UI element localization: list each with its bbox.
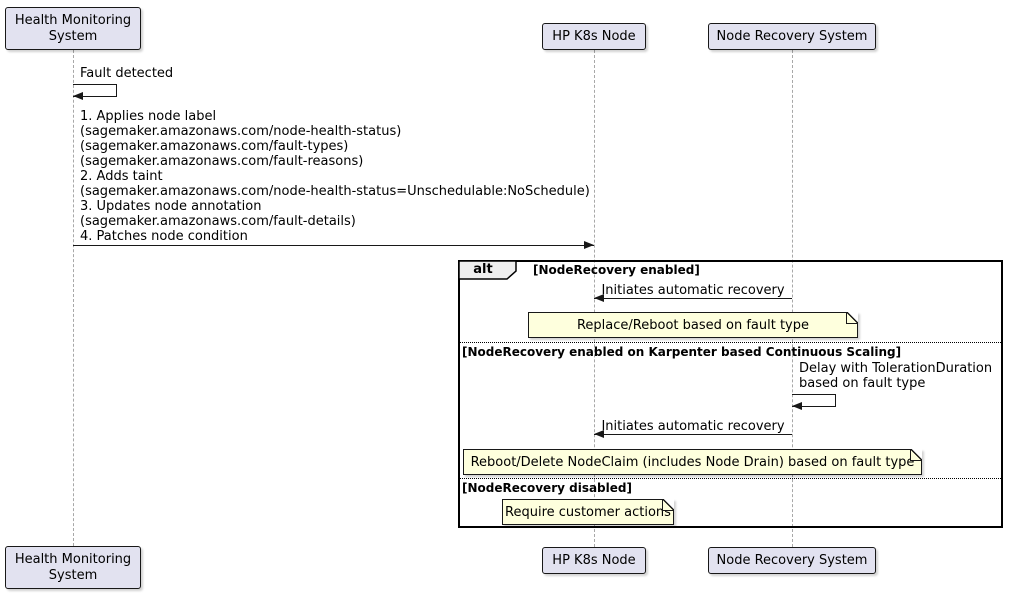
alt-frame xyxy=(458,260,1003,528)
message-node-update-line: 1. Applies node label xyxy=(80,109,217,124)
message-node-update-arrowhead xyxy=(584,241,594,249)
message-initiate-recovery-2-arrowhead xyxy=(594,430,604,438)
alt-operator-label: alt xyxy=(473,262,493,277)
message-initiate-recovery-2-label: Initiates automatic recovery xyxy=(601,419,785,434)
message-node-update-line: 4. Patches node condition xyxy=(80,229,248,244)
message-delay-label: Delay with TolerationDuration based on f… xyxy=(799,361,992,391)
message-delay-loop xyxy=(792,394,836,407)
message-delay-line: Delay with TolerationDuration xyxy=(799,361,993,376)
note-replace-reboot-text: Replace/Reboot based on fault type xyxy=(576,317,809,333)
alt-condition-enabled: [NodeRecovery enabled] xyxy=(533,263,700,277)
message-node-update-line: (sagemaker.amazonaws.com/fault-types) xyxy=(80,139,349,154)
note-replace-reboot: Replace/Reboot based on fault type xyxy=(528,312,858,338)
participant-health-monitoring-bottom: Health Monitoring System xyxy=(5,546,141,589)
message-initiate-recovery-1-label: Initiates automatic recovery xyxy=(601,283,785,298)
participant-node-recovery-bottom: Node Recovery System xyxy=(708,547,876,574)
message-initiate-recovery-1-arrowhead xyxy=(594,294,604,302)
message-fault-detected-label: Fault detected xyxy=(80,66,174,81)
message-node-update-label: 1. Applies node label (sagemaker.amazona… xyxy=(80,109,590,244)
message-delay-line: based on fault type xyxy=(799,376,926,391)
note-fold-icon xyxy=(910,449,922,461)
message-delay-arrowhead xyxy=(792,402,802,410)
message-node-update-line: (sagemaker.amazonaws.com/fault-details) xyxy=(80,214,356,229)
alt-divider-disabled xyxy=(460,478,1001,479)
alt-condition-karpenter: [NodeRecovery enabled on Karpenter based… xyxy=(462,345,902,359)
message-initiate-recovery-1-shaft xyxy=(594,298,792,299)
alt-condition-disabled: [NodeRecovery disabled] xyxy=(462,481,632,495)
lifeline-health-monitoring xyxy=(73,50,74,546)
message-fault-detected-loop xyxy=(73,84,117,97)
note-fold-icon xyxy=(662,499,674,511)
message-node-update-line: 3. Updates node annotation xyxy=(80,199,262,214)
participant-health-monitoring-top: Health Monitoring System xyxy=(5,7,141,50)
participant-k8s-node-top: HP K8s Node xyxy=(542,23,646,50)
lifeline-node-recovery xyxy=(792,50,793,547)
note-customer-actions-text: Require customer actions xyxy=(505,504,671,520)
message-node-update-line: 2. Adds taint xyxy=(80,169,163,184)
note-reboot-delete-text: Reboot/Delete NodeClaim (includes Node D… xyxy=(470,454,915,470)
message-node-update-line: (sagemaker.amazonaws.com/node-health-sta… xyxy=(80,124,402,139)
message-initiate-recovery-2-shaft xyxy=(594,434,792,435)
message-node-update-line: (sagemaker.amazonaws.com/node-health-sta… xyxy=(80,184,590,199)
alt-operator-tab xyxy=(458,260,517,280)
note-fold-icon xyxy=(846,312,858,324)
message-fault-detected-arrowhead xyxy=(73,92,83,100)
message-node-update-line-shaft xyxy=(73,245,594,246)
note-customer-actions: Require customer actions xyxy=(502,499,674,525)
note-reboot-delete: Reboot/Delete NodeClaim (includes Node D… xyxy=(463,449,922,475)
message-node-update-line: (sagemaker.amazonaws.com/fault-reasons) xyxy=(80,154,364,169)
participant-k8s-node-bottom: HP K8s Node xyxy=(542,547,646,574)
alt-divider-karpenter xyxy=(460,342,1001,343)
participant-node-recovery-top: Node Recovery System xyxy=(708,23,876,50)
